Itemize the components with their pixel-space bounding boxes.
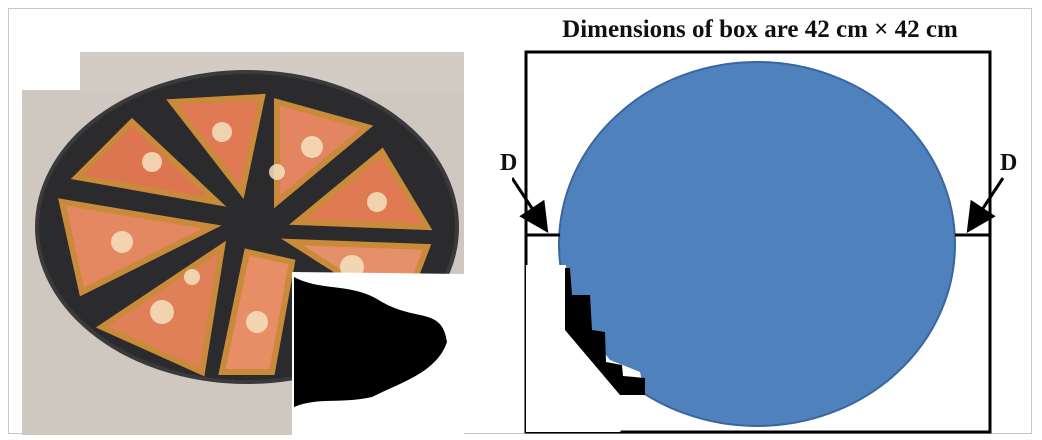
- pizza-circle: [558, 61, 956, 427]
- gap-label-left: D: [500, 150, 518, 176]
- cheese-highlights: [111, 122, 387, 333]
- pizza-photo: [22, 52, 464, 435]
- figure-frame: [8, 8, 1032, 434]
- gap-label-right: D: [1000, 150, 1018, 176]
- pizza-slice: [289, 147, 433, 231]
- pizza-slice: [274, 98, 374, 209]
- torn-mask-black: [294, 277, 447, 407]
- box-diagram: [512, 50, 1005, 434]
- photo-gap-white: [22, 52, 80, 90]
- arrow-left: [512, 177, 549, 234]
- pizza-slice: [166, 93, 266, 199]
- torn-overlay-black: [565, 268, 645, 395]
- diagram-title: Dimensions of box are 42 cm × 42 cm: [562, 16, 958, 43]
- pizza-slice: [58, 198, 222, 297]
- pizza-pan-rim: [35, 70, 459, 384]
- arrow-right: [966, 177, 1005, 234]
